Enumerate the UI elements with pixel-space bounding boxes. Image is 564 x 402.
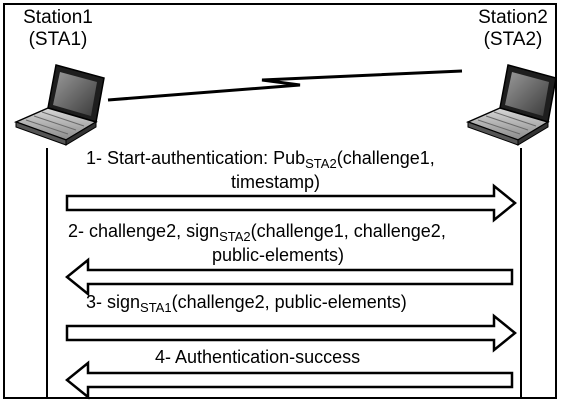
message-1-label-line2: timestamp) (231, 172, 321, 192)
message-arrow-3 (65, 313, 517, 353)
station2-id: (STA2) (483, 29, 543, 50)
lightning-link-icon (107, 69, 463, 102)
station1-name: Station1 (23, 7, 93, 28)
message-3-label: 3- signSTA1(challenge2, public-elements) (86, 292, 407, 315)
diagram-frame (3, 3, 557, 399)
message-arrow-1 (65, 183, 517, 223)
message-4-label: 4- Authentication-success (155, 347, 361, 367)
laptop-icon (13, 64, 105, 146)
station2-name: Station2 (478, 7, 548, 28)
message-2-label-line2: public-elements) (212, 245, 345, 265)
message-arrow-2 (65, 257, 514, 297)
station2-label: Station2 (STA2) (463, 7, 563, 51)
station1-id: (STA1) (28, 29, 88, 50)
station1-label: Station1 (STA1) (8, 7, 108, 51)
message-2-label: 2- challenge2, signSTA2(challenge1, chal… (68, 221, 446, 244)
message-arrow-4 (65, 360, 514, 400)
message-1-label: 1- Start-authentication: PubSTA2(challen… (86, 148, 435, 171)
laptop-icon (465, 64, 557, 146)
